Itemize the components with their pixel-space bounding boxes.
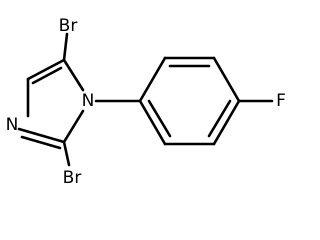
atom-br-top: Br	[59, 16, 78, 36]
bond-c2-br	[62, 140, 71, 167]
bond-c5-br	[62, 32, 69, 62]
bond-ph3-ph4	[212, 56, 241, 103]
atom-n1: N	[82, 91, 95, 111]
atom-f: F	[276, 91, 286, 111]
bond-ph1-ph2	[138, 56, 167, 103]
bond-ph4-ph5	[212, 99, 241, 146]
bond-ph6-ph1-inner	[147, 99, 172, 138]
bond-ph4-ph5-inner	[207, 99, 232, 138]
bond-ph6-ph1	[138, 99, 167, 146]
bond-c5-c4	[26, 58, 66, 81]
bond-n3-c2	[17, 127, 66, 144]
bond-n1-c5	[62, 58, 85, 92]
bond-c5-c4-inner	[31, 66, 63, 85]
bond-c2-n1	[62, 109, 85, 144]
atom-br-bottom: Br	[63, 168, 82, 188]
bond-n3-c2-inner	[20, 135, 62, 150]
atom-n3: N	[6, 115, 19, 135]
chemical-structure: Br Br N N F	[6, 16, 286, 188]
